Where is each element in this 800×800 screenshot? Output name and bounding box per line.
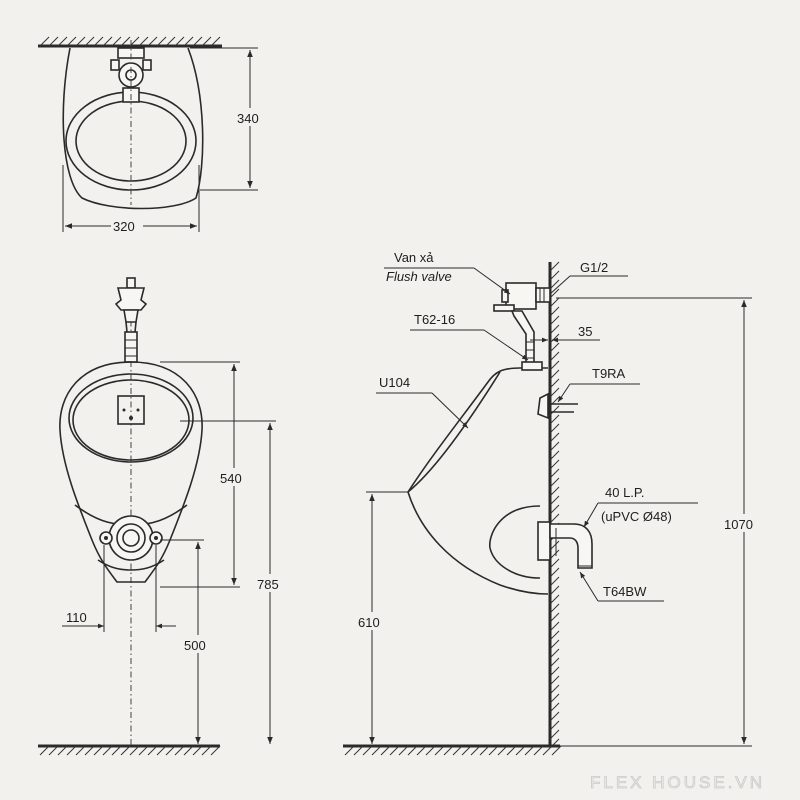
side-view-trap bbox=[489, 505, 593, 579]
dim-side-pipe-offset-label: 35 bbox=[578, 324, 592, 339]
spreader-label: T62-16 bbox=[414, 312, 455, 327]
label-spreader: T62-16 bbox=[410, 312, 529, 361]
drain-label-line2: (uPVC Ø48) bbox=[601, 509, 672, 524]
front-view-bowl-inner bbox=[72, 379, 190, 461]
dim-top-width: 320 bbox=[62, 165, 200, 234]
front-view-flush-valve bbox=[114, 277, 148, 363]
side-view-urinal-body bbox=[407, 367, 549, 595]
dim-side-valve-height: 1070 bbox=[556, 297, 764, 747]
drain-label-line1: 40 L.P. bbox=[605, 485, 645, 500]
side-view: G1/2 35 Van xả Flush valve T62-16 U104 bbox=[343, 250, 764, 756]
trap-label: T64BW bbox=[603, 584, 647, 599]
side-view-floor bbox=[343, 744, 562, 756]
label-thread: G1/2 bbox=[549, 260, 628, 295]
flush-valve-label-en: Flush valve bbox=[386, 269, 452, 284]
front-view: 540 785 500 110 bbox=[38, 277, 287, 756]
flush-valve-label-vi: Van xả bbox=[394, 250, 434, 265]
front-view-spreader bbox=[117, 395, 145, 425]
hanger-label: T9RA bbox=[592, 366, 626, 381]
dim-top-depth: 340 bbox=[190, 47, 268, 191]
dim-front-bowl-height: 540 bbox=[160, 361, 250, 588]
label-flush-valve: Van xả Flush valve bbox=[384, 250, 511, 295]
dim-front-total-height: 785 bbox=[180, 420, 287, 744]
dim-top-width-label: 320 bbox=[113, 219, 135, 234]
dim-front-outlet-offset-label: 110 bbox=[66, 610, 87, 625]
dim-side-pipe-offset: 35 bbox=[530, 324, 600, 343]
front-view-outlet bbox=[99, 515, 163, 561]
watermark: FLEX HOUSE.VN bbox=[590, 773, 765, 792]
side-view-hanger bbox=[537, 392, 578, 420]
top-view-outer-body bbox=[62, 47, 204, 210]
dim-side-valve-height-label: 1070 bbox=[724, 517, 753, 532]
dim-front-total-height-label: 785 bbox=[257, 577, 279, 592]
dim-side-rim-height-label: 610 bbox=[358, 615, 380, 630]
label-drain: 40 L.P. (uPVC Ø48) bbox=[583, 485, 698, 528]
dim-front-outlet-height: 500 bbox=[160, 539, 214, 744]
thread-label: G1/2 bbox=[580, 260, 608, 275]
label-hanger: T9RA bbox=[557, 366, 640, 403]
dim-front-outlet-offset: 110 bbox=[62, 545, 176, 632]
side-view-flush-valve bbox=[493, 282, 551, 371]
dim-top-depth-label: 340 bbox=[237, 111, 259, 126]
label-trap: T64BW bbox=[579, 571, 664, 602]
label-urinal-model: U104 bbox=[376, 375, 469, 429]
top-view-wall bbox=[38, 36, 222, 48]
front-view-urinal-body bbox=[59, 361, 203, 583]
front-view-floor bbox=[38, 744, 221, 756]
dim-front-bowl-height-label: 540 bbox=[220, 471, 242, 486]
urinal-model-label: U104 bbox=[379, 375, 410, 390]
front-view-bowl-rim bbox=[68, 373, 194, 463]
top-view: 340 320 bbox=[38, 36, 268, 234]
side-view-wall bbox=[548, 261, 560, 749]
dim-front-outlet-height-label: 500 bbox=[184, 638, 206, 653]
dim-side-rim-height: 610 bbox=[356, 491, 408, 744]
